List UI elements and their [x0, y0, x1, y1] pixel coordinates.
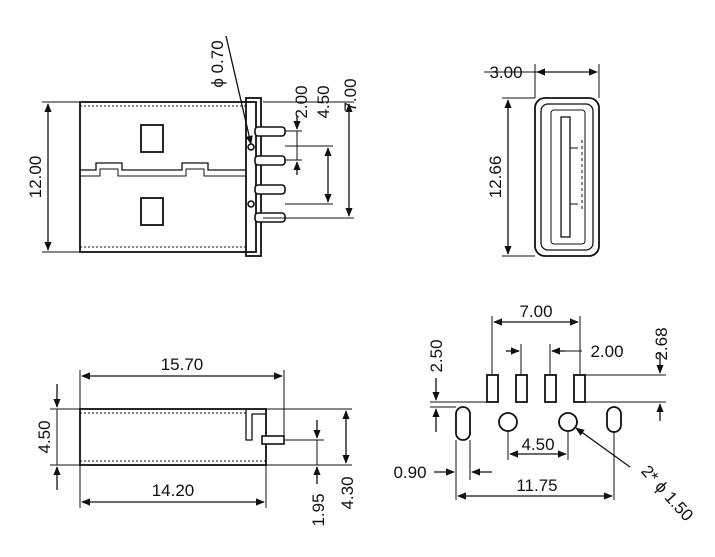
dim-pin-diameter: ϕ 0.70 — [208, 40, 227, 87]
front-window-top — [140, 124, 164, 153]
dim-span-outer: 7.00 — [341, 78, 360, 111]
dim-pad-span: 7.00 — [519, 302, 552, 321]
dim-hole-spacing: 4.50 — [521, 435, 554, 454]
footprint-hole-1 — [498, 412, 518, 432]
dim-pad-length: 2.68 — [652, 327, 671, 360]
side-view: 3.00 12.66 — [484, 63, 600, 257]
dim-row-offset: 2.50 — [427, 339, 446, 372]
footprint-slot-right — [606, 406, 622, 433]
footprint-pad-1 — [486, 374, 499, 403]
leader-pin-diameter — [225, 35, 253, 145]
side-outer-shell — [534, 97, 600, 257]
bottom-flange-bend — [245, 409, 266, 441]
bottom-view: 15.70 14.20 4.50 1.95 4.30 — [35, 355, 357, 527]
bottom-body-outline — [79, 408, 267, 466]
footprint-pad-2 — [515, 374, 528, 403]
footprint-pad-3 — [544, 374, 557, 403]
dim-body-length: 14.20 — [152, 481, 195, 500]
dim-bottom-height: 4.50 — [35, 420, 54, 453]
dim-side-thickness: 3.00 — [489, 63, 522, 82]
bottom-pin — [261, 435, 285, 445]
footprint-pad-4 — [573, 374, 586, 403]
dim-side-height: 12.66 — [486, 156, 505, 199]
dim-slot-width: 0.90 — [393, 463, 426, 482]
dim-pin-length: 4.30 — [338, 476, 357, 509]
front-pin-1 — [254, 126, 286, 137]
dim-slot-span: 11.75 — [516, 476, 557, 495]
dim-hole-diameter: 2* ϕ 1.50 — [637, 462, 697, 525]
side-inner-shell — [540, 103, 594, 251]
leader-hole-diameter — [575, 427, 631, 468]
front-shell-profile — [80, 162, 246, 171]
front-pin-hole-1 — [247, 143, 255, 151]
side-tongue — [560, 116, 571, 238]
footprint-slot-left — [455, 406, 471, 441]
front-pin-2 — [254, 155, 286, 166]
side-cavity — [550, 109, 586, 245]
dim-pin-pitch: 2.00 — [292, 85, 311, 118]
front-view: 12.00 ϕ 0.70 2.00 4.50 7.00 — [26, 35, 360, 257]
front-window-bottom — [140, 197, 164, 226]
dim-span-inner: 4.50 — [314, 85, 333, 118]
dim-pin-offset: 1.95 — [309, 493, 328, 526]
dim-front-height: 12.00 — [26, 156, 45, 199]
footprint-view: 7.00 2.00 2.68 2.50 4.50 0.90 — [393, 302, 696, 525]
front-flange — [245, 97, 262, 257]
footprint-hole-2 — [558, 412, 578, 432]
dim-overall-length: 15.70 — [161, 355, 204, 374]
dim-pad-pitch: 2.00 — [590, 342, 623, 361]
front-body-outline — [79, 101, 257, 253]
front-pin-3 — [254, 184, 286, 195]
front-pin-hole-2 — [247, 200, 255, 208]
front-shell-profile-inner — [80, 168, 246, 177]
